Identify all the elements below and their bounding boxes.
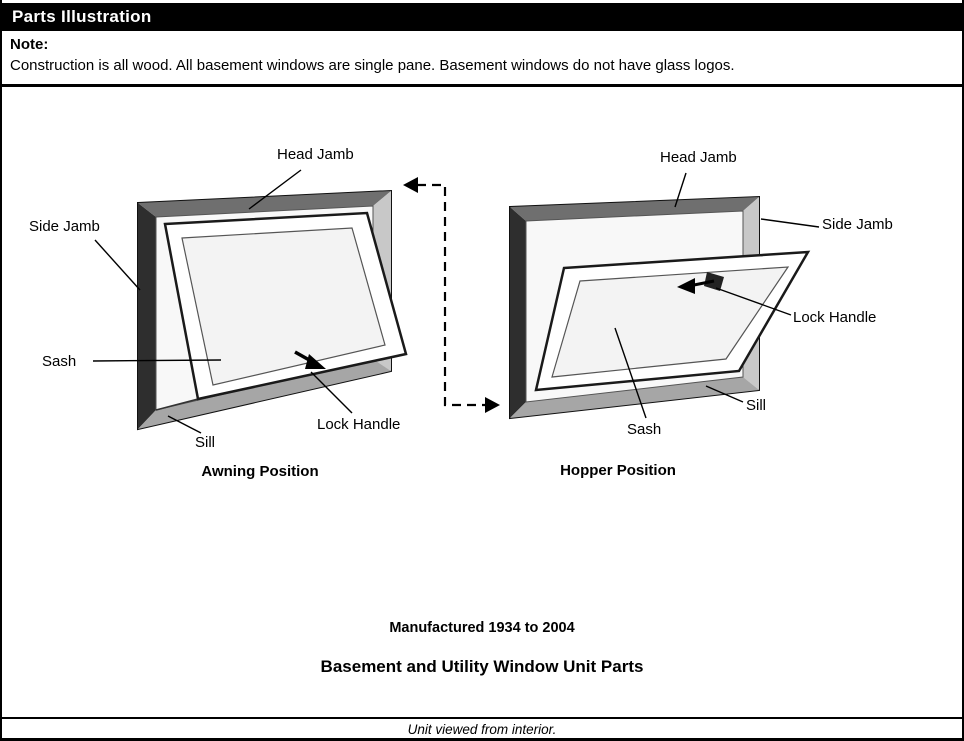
awning-window-illustration xyxy=(137,189,408,431)
position-cycle-arrows xyxy=(403,177,500,413)
page-title: Parts Illustration xyxy=(12,7,152,26)
lock-handle-icon-awning xyxy=(294,350,326,369)
caption-awning-position: Awning Position xyxy=(201,463,319,480)
bottom-border xyxy=(2,738,962,741)
label-lock-handle-awning: Lock Handle xyxy=(317,416,401,433)
note-text: Construction is all wood. All basement w… xyxy=(10,57,735,74)
dashed-connector-line xyxy=(417,183,486,407)
label-side-jamb-hopper: Side Jamb xyxy=(822,216,893,233)
label-lock-handle-hopper: Lock Handle xyxy=(793,309,877,326)
label-head-jamb-hopper: Head Jamb xyxy=(660,149,737,166)
leader-line-sill-hopper xyxy=(705,385,744,403)
label-side-jamb-awning: Side Jamb xyxy=(29,218,100,235)
title-bar: Parts Illustration xyxy=(2,3,962,31)
leader-line-sash-hopper xyxy=(614,327,647,419)
arrow-right-icon xyxy=(485,397,500,413)
lock-handle-icon-hopper xyxy=(677,272,724,294)
leader-line-head-jamb-awning xyxy=(248,169,302,210)
leader-line-sash-awning xyxy=(92,359,222,362)
arrow-left-icon xyxy=(403,177,418,193)
label-sash-hopper: Sash xyxy=(627,421,662,438)
caption-hopper-position: Hopper Position xyxy=(560,462,676,479)
leader-line-sill-awning xyxy=(167,415,202,434)
leader-lines xyxy=(92,169,820,434)
label-sash-awning: Sash xyxy=(42,353,77,370)
leader-line-side-jamb-hopper xyxy=(760,218,820,228)
hopper-window-illustration xyxy=(509,195,811,420)
section-divider xyxy=(2,84,962,87)
leader-line-head-jamb-hopper xyxy=(674,172,687,208)
note-label: Note: xyxy=(10,36,49,53)
footer-divider xyxy=(2,717,962,719)
page-subtitle: Basement and Utility Window Unit Parts xyxy=(320,657,644,676)
leader-line-lock-handle-hopper xyxy=(715,287,792,316)
leader-line-lock-handle-awning xyxy=(310,371,353,414)
manufactured-date-range: Manufactured 1934 to 2004 xyxy=(389,620,575,636)
label-sill-awning: Sill xyxy=(195,434,216,451)
footer-note: Unit viewed from interior. xyxy=(407,722,557,737)
label-sill-hopper: Sill xyxy=(746,397,767,414)
leader-line-side-jamb-awning xyxy=(94,239,141,291)
label-head-jamb-awning: Head Jamb xyxy=(277,146,354,163)
